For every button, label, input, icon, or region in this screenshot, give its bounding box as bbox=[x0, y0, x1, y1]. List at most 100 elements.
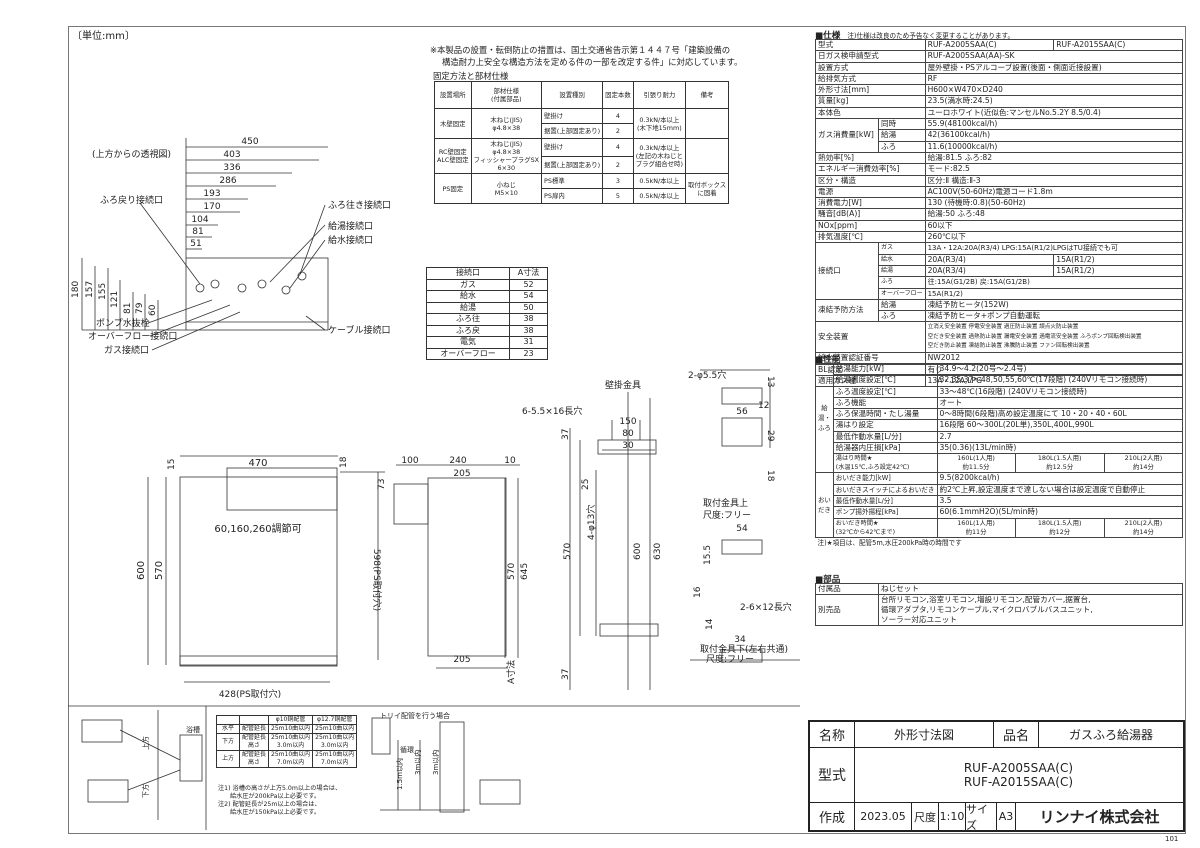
bracket-detail-3 bbox=[721, 539, 763, 555]
bracket-holes: 6-5.5×16長穴 bbox=[522, 405, 582, 417]
spec-val: 20A(R3/4) bbox=[924, 264, 1055, 278]
bracket-top-sub: 尺度:フリー bbox=[703, 509, 751, 521]
pipe-label-down: 下方 bbox=[141, 784, 150, 798]
pipe-header-cell: φ12.7銅配管 bbox=[312, 715, 358, 725]
pipe-label-up: 上方 bbox=[141, 736, 150, 750]
label-overflow: オーバーフロー接続口 bbox=[88, 330, 177, 342]
perf-title: ■性能 bbox=[815, 355, 841, 365]
dim-51: 51 bbox=[190, 239, 201, 249]
side-10: 10 bbox=[504, 456, 516, 466]
h-81: 81 bbox=[123, 303, 133, 314]
spec-row: おいだきスイッチによるおいだき約2℃上昇,設定温度まで達しない場合は設定温度で自… bbox=[816, 483, 1183, 496]
parts-title: ■部品 bbox=[815, 575, 841, 585]
spec-val: 130 (待機時:0.8)(50-60Hz) bbox=[924, 197, 1184, 210]
tb-type-1: RUF-A2005SAA(C) bbox=[963, 761, 1073, 775]
fixing-header: 設置場所部材仕様(付属部品)設置種別固定本数引張り耐力備考 bbox=[434, 81, 730, 109]
spec-key: 質量[kg] bbox=[815, 95, 926, 108]
tb-scale-label: 尺度 bbox=[911, 802, 939, 831]
spec-val: RUF-A2005SAA(C) bbox=[924, 38, 1055, 52]
spec-row: 質量[kg]23.5(満水時:24.5) bbox=[815, 95, 1184, 108]
perf-side: 給湯・ふろ bbox=[815, 362, 834, 474]
tb-name: 外形寸法図 bbox=[854, 721, 994, 748]
notice-line-1: ※本製品の設置・転倒防止の措置は、国土交通省告示第１４４７号「建築設備の bbox=[430, 45, 731, 55]
title-block: 名称 外形寸法図 品名 ガスふろ給湯器 型式 RUF-A2005SAA(C) R… bbox=[808, 720, 1185, 832]
fixing-cell: 0.3kN/本以上(木下地15mm) bbox=[632, 108, 686, 139]
tb-size-label: サイズ bbox=[965, 802, 997, 832]
fixing-cell: 0.3kN/本以上(左記の木ねじとプラグ組合せ時) bbox=[632, 138, 686, 174]
pipe-title: トリイ配管を行う場合 bbox=[380, 711, 450, 720]
spec-val: 給湯:50 ふろ:48 bbox=[924, 208, 1184, 221]
fixing-table: 設置場所部材仕様(付属部品)設置種別固定本数引張り耐力備考木壁固定木ねじ(JIS… bbox=[434, 81, 730, 204]
install-notice: ※本製品の設置・転倒防止の措置は、国土交通省告示第１４４７号「建築設備の 構造耐… bbox=[430, 44, 770, 68]
fixing-cell: 据置(上部固定あり) bbox=[541, 123, 604, 139]
fixing-cell: 取付ボックスに固着 bbox=[684, 173, 730, 204]
perf-oidaki: 210L(2人用)約14分 bbox=[1103, 517, 1184, 538]
label-furo-return: ふろ戻り接続口 bbox=[100, 194, 163, 206]
front-view-body bbox=[179, 476, 338, 666]
spec-row: 凍結予防方法給湯凍結予防ヒータ(152W) bbox=[815, 298, 1184, 323]
fixing-title: 固定方法と部材仕様 bbox=[433, 71, 509, 81]
bracket-hole-2: 2-6×12長穴 bbox=[740, 601, 792, 613]
spec-row: 安全装置立消え安全装置 停電安全装置 過圧防止装置 誤点火防止装置空だき安全装置… bbox=[815, 321, 1184, 354]
side-570: 570 bbox=[507, 563, 517, 580]
spec-key: 設置方式 bbox=[815, 61, 926, 74]
spec-val: H600×W470×D240 bbox=[924, 84, 1184, 97]
spec-key: 接続口 bbox=[815, 242, 879, 300]
spec-row: 本体色ユーロホワイト(近似色:マンセルNo.5.2Y 8.5/0.4) bbox=[815, 106, 1184, 120]
perf-key: 最低作動水量[L/分] bbox=[832, 494, 938, 508]
pipe-cell: 上方 bbox=[216, 750, 240, 768]
perf-side: おいだき bbox=[815, 472, 834, 538]
spec-val: ユーロホワイト(近似色:マンセルNo.5.2Y 8.5/0.4) bbox=[924, 106, 1184, 120]
side-a-dim: A寸法 bbox=[505, 660, 517, 684]
spec-val: RF bbox=[924, 72, 1184, 86]
perf-key: おいだき時間★(32℃から42℃まで) bbox=[832, 517, 938, 538]
front-adjust: 60,160,260調節可 bbox=[214, 522, 301, 535]
drawing-frame bbox=[68, 26, 1186, 834]
pipe-cell: 配管延長高さ bbox=[238, 733, 270, 751]
fixing-header-cell: 設置種別 bbox=[541, 81, 604, 109]
perf-oidaki: 160L(1人用)約11分 bbox=[936, 517, 1016, 538]
spec-key: 熱効率[%] bbox=[815, 151, 926, 165]
fixing-cell: 2 bbox=[602, 123, 634, 139]
spec-val: 260℃以下 bbox=[924, 231, 1184, 244]
spec-val: 15A(R1/2) bbox=[1053, 264, 1183, 278]
perf-key: 湯はり時間★(水温15℃,ふろ設定42℃) bbox=[832, 453, 938, 474]
side-100: 100 bbox=[401, 456, 418, 466]
pipe-label-15m: 1.5m以内 bbox=[395, 758, 404, 790]
spec-val: 給湯:81.5 ふろ:82 bbox=[924, 151, 1184, 165]
fixing-cell: 木壁固定 bbox=[434, 108, 472, 139]
perf-val: 16段階 60～300L(20L単),350L,400L,990L bbox=[936, 419, 1183, 432]
bracket-15-5: 15.5 bbox=[703, 545, 713, 565]
pipe-cell: 配管延長 bbox=[238, 724, 270, 734]
bracket-detail-4 bbox=[721, 649, 763, 663]
perf-val: 34.9～4.2(20号～2.4号) bbox=[936, 362, 1183, 376]
spec-key: 区分・構造 bbox=[815, 174, 926, 187]
label-furo-go: ふろ往き接続口 bbox=[328, 199, 391, 211]
label-pump-drain: ポンプ水抜栓 bbox=[96, 317, 150, 329]
tb-made-label: 作成 bbox=[809, 802, 855, 831]
perf-note: 注)★項目は、配管5m,水圧200kPa時の時間です bbox=[817, 538, 962, 547]
perf-key: 湯はり設定 bbox=[832, 419, 938, 432]
bracket-top bbox=[597, 439, 657, 455]
spec-key: 型式 bbox=[815, 38, 926, 52]
bracket-570: 570 bbox=[563, 543, 573, 560]
spec-row: 熱効率[%]給湯:81.5 ふろ:82 bbox=[815, 151, 1184, 165]
spec-row: おいだきおいだき能力[kW]9.5(8200kcal/h) bbox=[815, 472, 1183, 538]
spec-val: 42(36100kcal/h) bbox=[924, 129, 1184, 142]
pipe-note-3: 注2) 配管延長が25m以上の場合は、 bbox=[218, 801, 321, 808]
spec-row: ふろ機能オート bbox=[816, 396, 1183, 410]
bracket-25: 25 bbox=[581, 479, 591, 490]
spec-subkey: 同時 bbox=[878, 118, 926, 131]
dim-336: 336 bbox=[223, 163, 240, 173]
